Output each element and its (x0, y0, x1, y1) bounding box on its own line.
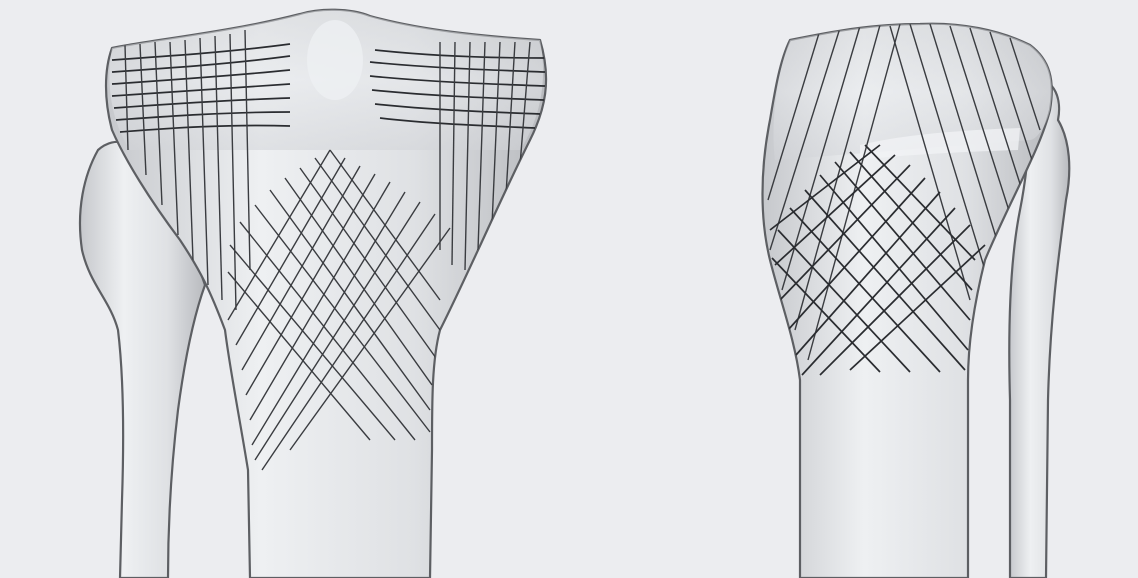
lateral-view-panel (763, 24, 1070, 578)
intercondylar-eminence (307, 20, 363, 100)
anterior-view-panel (80, 10, 546, 578)
